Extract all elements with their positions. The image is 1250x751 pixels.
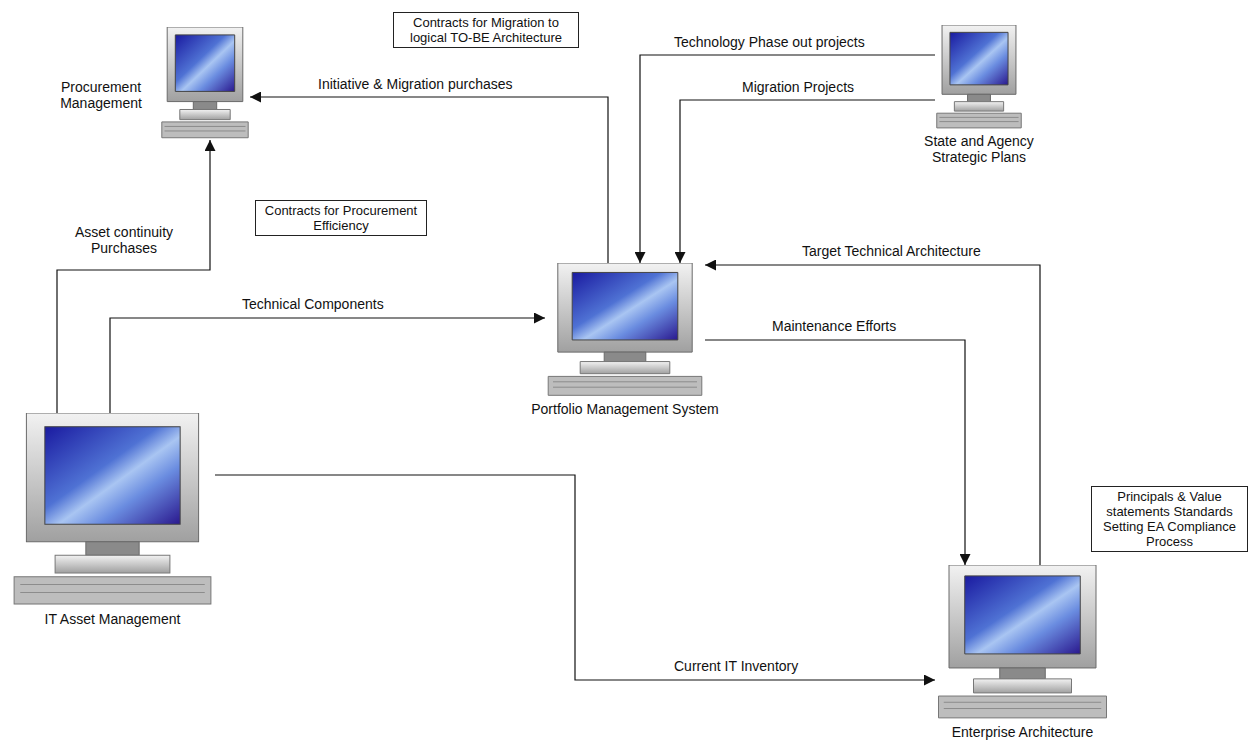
computer-base	[548, 376, 702, 395]
node-label: State and Agency Strategic Plans	[914, 133, 1044, 165]
edge-label: Migration Projects	[740, 79, 856, 95]
connector-arrow	[215, 475, 935, 680]
node-label: Portfolio Management System	[505, 401, 745, 417]
monitor-frame	[26, 413, 198, 542]
connector-arrow	[250, 97, 608, 263]
edge-label: Current IT Inventory	[672, 658, 800, 674]
connector-arrow	[640, 55, 935, 263]
monitor-frame	[558, 263, 692, 352]
monitor-screen	[950, 32, 1008, 85]
note-box: Principals & Value statements Standards …	[1091, 486, 1248, 552]
monitor-neck	[968, 94, 991, 101]
note-text: Contracts for Procurement Efficiency	[262, 203, 420, 233]
monitor-stand	[180, 109, 230, 119]
computer-node: Portfolio Management System	[545, 263, 705, 398]
note-text: Contracts for Migration to logical TO-BE…	[400, 15, 572, 45]
computer-base	[937, 113, 1021, 128]
monitor-neck	[1000, 668, 1046, 679]
computer-node: Enterprise Architecture	[935, 565, 1110, 721]
base-groove	[553, 381, 697, 382]
connector-arrow	[705, 265, 1040, 565]
note-box: Contracts for Procurement Efficiency	[255, 200, 427, 236]
computer-icon	[10, 413, 215, 608]
monitor-stand	[974, 679, 1072, 693]
monitor-frame	[942, 25, 1016, 94]
computer-node: State and Agency Strategic Plans	[935, 25, 1023, 130]
edge-label: Technology Phase out projects	[672, 34, 867, 50]
note-text: Principals & Value statements Standards …	[1098, 489, 1241, 549]
base-groove	[944, 708, 1102, 709]
computer-icon	[935, 25, 1023, 130]
computer-icon	[545, 263, 705, 398]
node-label: Procurement Management	[46, 79, 156, 111]
connector-arrow	[110, 318, 545, 413]
monitor-frame	[949, 565, 1096, 668]
base-groove	[20, 592, 205, 593]
base-groove	[944, 702, 1102, 703]
monitor-neck	[86, 542, 139, 556]
note-box: Contracts for Migration to logical TO-BE…	[393, 12, 579, 48]
edge-label: Initiative & Migration purchases	[316, 76, 515, 92]
computer-icon	[160, 27, 250, 140]
monitor-stand	[954, 102, 1003, 111]
base-groove	[939, 121, 1018, 122]
connector-arrow	[705, 340, 965, 565]
computer-node: Procurement Management	[160, 27, 250, 140]
edge-label: Asset continuity Purchases	[62, 224, 186, 256]
monitor-neck	[604, 352, 646, 361]
edge-label: Maintenance Efforts	[770, 318, 898, 334]
base-groove	[939, 117, 1018, 118]
computer-base	[162, 122, 248, 138]
node-label: IT Asset Management	[3, 611, 223, 627]
computer-base	[939, 696, 1107, 718]
base-groove	[165, 126, 246, 127]
computer-node: IT Asset Management	[10, 413, 215, 608]
node-label: Enterprise Architecture	[913, 724, 1133, 740]
monitor-neck	[193, 102, 216, 110]
monitor-screen	[965, 576, 1081, 654]
monitor-screen	[572, 272, 678, 340]
monitor-screen	[175, 35, 234, 92]
base-groove	[165, 130, 246, 131]
monitor-stand	[580, 362, 670, 374]
edge-label: Technical Components	[240, 296, 386, 312]
connector-arrow	[57, 140, 210, 413]
monitor-stand	[55, 555, 170, 573]
connector-arrow	[680, 100, 935, 263]
base-groove	[553, 387, 697, 388]
computer-icon	[935, 565, 1110, 721]
monitor-screen	[45, 427, 180, 525]
edge-label: Target Technical Architecture	[800, 243, 983, 259]
base-groove	[20, 584, 205, 585]
computer-base	[14, 577, 211, 604]
monitor-frame	[167, 27, 243, 102]
